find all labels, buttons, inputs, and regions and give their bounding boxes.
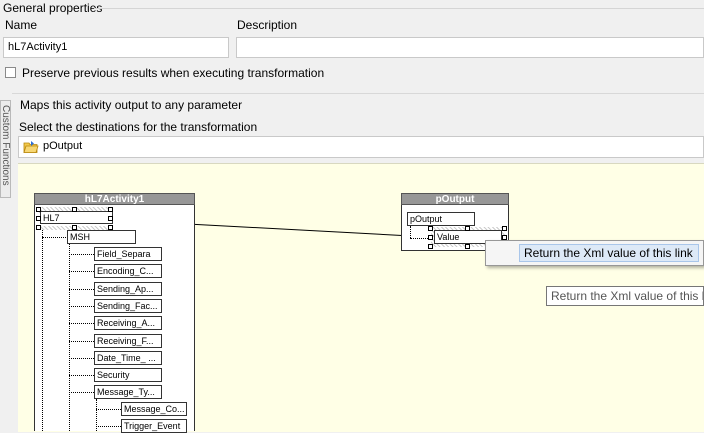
general-properties-title: General properties (3, 1, 103, 15)
group-divider (94, 8, 704, 9)
source-subfield[interactable]: Message_Co... (121, 402, 187, 416)
source-field[interactable]: Date_Time_ ... (94, 351, 162, 365)
return-xml-value-menu-item[interactable]: Return the Xml value of this link (519, 244, 699, 262)
preserve-results-checkbox[interactable] (5, 67, 16, 78)
tree-line (96, 399, 97, 431)
tree-line (410, 226, 411, 238)
target-root-poutput[interactable]: pOutput (407, 212, 475, 226)
handle[interactable] (428, 226, 433, 231)
source-root-hl7[interactable]: HL7 (40, 211, 113, 224)
section-separator (12, 93, 704, 94)
tree-line (69, 358, 94, 359)
source-field[interactable]: Sending_Fac... (94, 299, 162, 313)
handle[interactable] (72, 225, 77, 230)
tree-line (69, 271, 94, 272)
handle[interactable] (465, 226, 470, 231)
tree-line (69, 375, 94, 376)
context-menu: Return the Xml value of this link (485, 240, 704, 266)
source-field[interactable]: Sending_Ap... (94, 282, 162, 296)
tree-line (69, 254, 94, 255)
handle[interactable] (428, 235, 433, 240)
tree-line (42, 237, 66, 238)
destination-selector[interactable]: pOutput (18, 136, 704, 158)
name-label: Name (5, 18, 38, 32)
folder-icon (23, 140, 39, 161)
destination-value: pOutput (43, 140, 83, 152)
tree-line (42, 230, 43, 431)
source-field[interactable]: Message_Ty... (94, 385, 162, 399)
custom-functions-tab[interactable]: Custom Functions (0, 100, 11, 198)
handle[interactable] (465, 244, 470, 249)
tree-line (69, 323, 94, 324)
source-field[interactable]: Receiving_A... (94, 316, 162, 330)
name-input[interactable]: hL7Activity1 (3, 37, 229, 58)
tree-line (69, 341, 94, 342)
source-field[interactable]: Encoding_C... (94, 264, 162, 278)
tree-line (96, 409, 121, 410)
source-segment-msh[interactable]: MSH (67, 230, 136, 244)
source-field[interactable]: Security (94, 368, 162, 382)
handle[interactable] (108, 225, 113, 230)
handle[interactable] (36, 207, 41, 212)
source-node-title[interactable]: hL7Activity1 (34, 193, 195, 205)
handle[interactable] (502, 235, 507, 240)
tree-line (96, 426, 121, 427)
handle[interactable] (36, 216, 41, 221)
tree-line (69, 289, 94, 290)
handle[interactable] (428, 244, 433, 249)
destinations-label: Select the destinations for the transfor… (19, 120, 258, 134)
preserve-results-label: Preserve previous results when executing… (22, 66, 325, 80)
handle[interactable] (72, 207, 77, 212)
handle[interactable] (36, 225, 41, 230)
handle[interactable] (108, 207, 113, 212)
tree-line (69, 306, 94, 307)
tree-line (69, 392, 94, 393)
tree-line (69, 244, 70, 431)
handle[interactable] (108, 216, 113, 221)
source-field[interactable]: Field_Separa (94, 247, 162, 261)
tooltip: Return the Xml value of this link (546, 286, 704, 306)
target-node-title[interactable]: pOutput (401, 193, 509, 205)
handle[interactable] (502, 226, 507, 231)
tree-line (410, 238, 432, 239)
mapping-intro: Maps this activity output to any paramet… (20, 98, 243, 112)
custom-functions-tab-label: Custom Functions (0, 105, 11, 186)
source-field[interactable]: Receiving_F... (94, 334, 162, 348)
description-label: Description (237, 18, 298, 32)
